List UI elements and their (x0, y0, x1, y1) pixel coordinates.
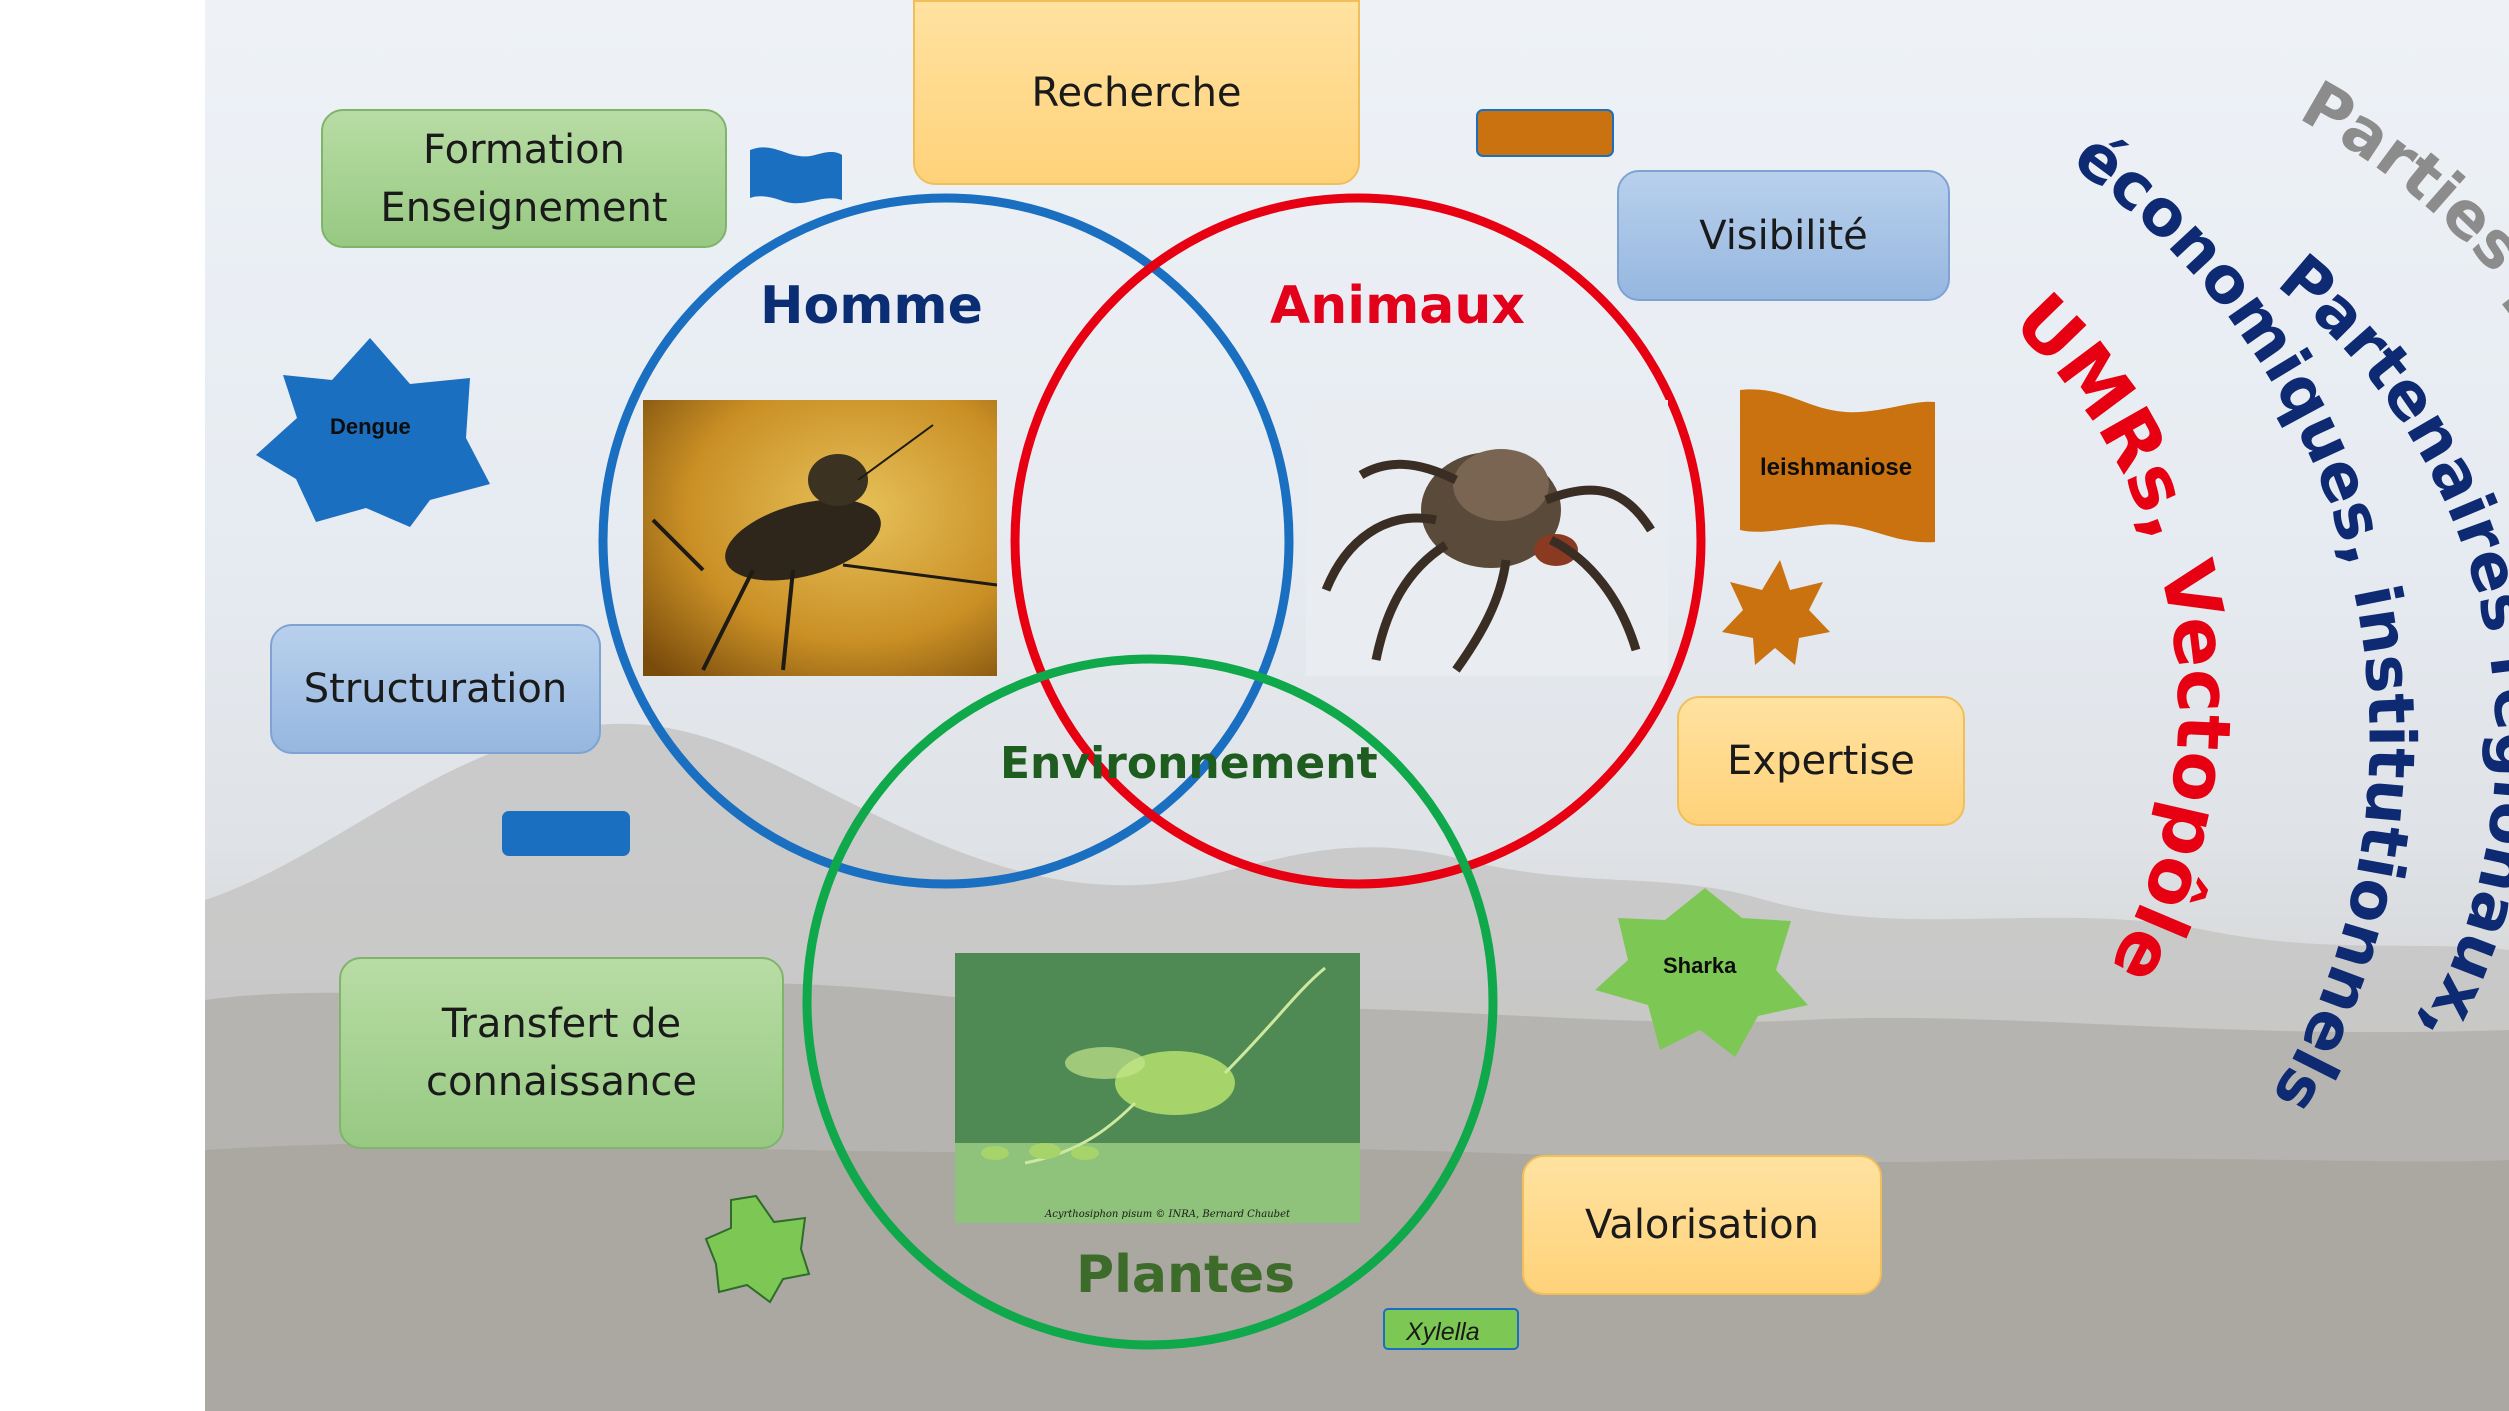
arc-inner-path: UMRs, Vectopôle (1998, 277, 2247, 998)
arc-middle-2-path: économiques, institutionnels (2061, 118, 2428, 1125)
arc-text-middle-2: économiques, institutionnels (2061, 118, 2428, 1125)
arc-text-inner: UMRs, Vectopôle (1998, 277, 2247, 998)
